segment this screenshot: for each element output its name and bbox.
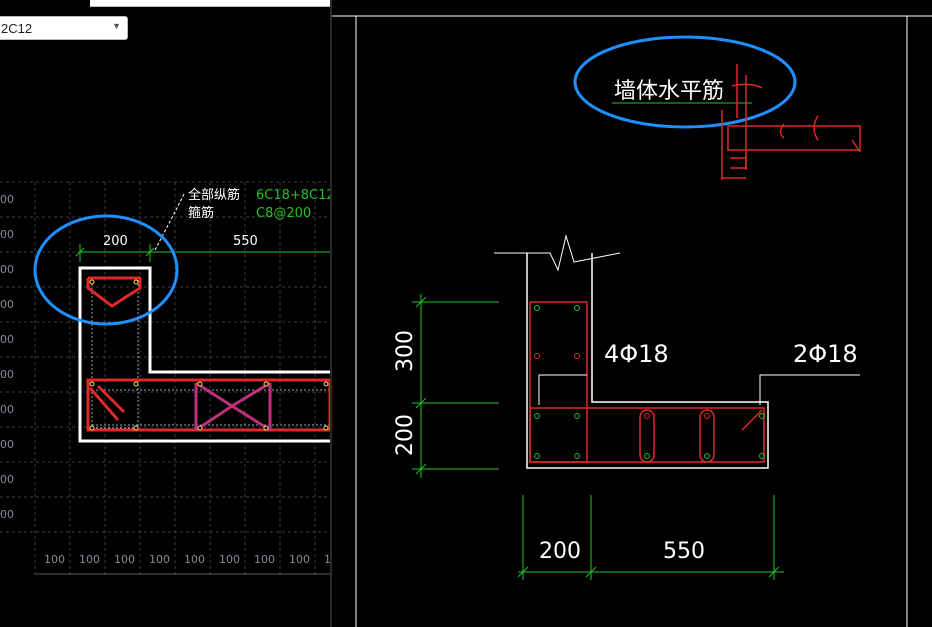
stirrup-label: 箍筋 bbox=[188, 205, 214, 221]
detail-rebar bbox=[529, 301, 765, 463]
detail-rebar-points-red bbox=[534, 353, 710, 419]
horizontal-rebar-detail bbox=[721, 64, 861, 180]
vertical-dimension-line bbox=[412, 294, 499, 478]
axis-label: 100 bbox=[44, 553, 65, 566]
dim-height-200: 200 bbox=[393, 414, 418, 456]
section-view-left[interactable]: 2C12 ▼ 00 00 bbox=[0, 0, 330, 627]
leader-line bbox=[154, 193, 185, 251]
axis-label: 00 bbox=[0, 508, 14, 521]
rebar-spec-value: 2C12 bbox=[1, 21, 33, 36]
axis-label: 100 bbox=[219, 553, 240, 566]
dim-length-label: 550 bbox=[233, 234, 258, 249]
dim-height-300: 300 bbox=[393, 330, 418, 372]
rebar-leader-1 bbox=[538, 374, 587, 405]
break-line bbox=[494, 234, 621, 272]
rebar-leader-2 bbox=[759, 374, 860, 405]
dim-length-550: 550 bbox=[663, 539, 705, 564]
axis-label: 100 bbox=[324, 553, 330, 566]
callout-highlight-ellipse bbox=[573, 35, 797, 129]
highlight-ellipse bbox=[33, 214, 179, 326]
longitudinal-rebar-value: 6C18+8C12 bbox=[256, 188, 330, 203]
axis-label: 00 bbox=[0, 473, 14, 486]
axis-label: 00 bbox=[0, 263, 14, 276]
axis-label: 00 bbox=[0, 438, 14, 451]
wall-horizontal-rebar-label: 墙体水平筋 bbox=[614, 79, 724, 104]
axis-label: 00 bbox=[0, 193, 14, 206]
rebar-spec-dropdown[interactable]: 2C12 ▼ bbox=[0, 16, 128, 40]
rebar-points bbox=[89, 279, 329, 431]
cad-detail-view[interactable]: 墙体水平筋 bbox=[332, 0, 932, 627]
dim-width-label: 200 bbox=[103, 234, 128, 249]
left-axis-labels: 00 00 00 00 00 00 00 00 00 00 bbox=[0, 193, 14, 521]
bottom-axis-labels: 100 100 100 100 100 100 100 100 100 bbox=[44, 553, 330, 566]
axis-label: 100 bbox=[149, 553, 170, 566]
right-drawing-canvas[interactable]: 墙体水平筋 bbox=[332, 0, 932, 627]
background-grid bbox=[0, 181, 330, 575]
axis-label: 00 bbox=[0, 298, 14, 311]
wall-section-outline bbox=[78, 266, 330, 443]
toolbar-strip bbox=[90, 0, 330, 7]
stirrup-value: C8@200 bbox=[256, 206, 311, 221]
axis-label: 00 bbox=[0, 403, 14, 416]
axis-label: 00 bbox=[0, 228, 14, 241]
chevron-down-icon[interactable]: ▼ bbox=[112, 21, 121, 31]
top-dimension-line bbox=[75, 244, 330, 262]
rebar-label-4phi18: 4Φ18 bbox=[604, 340, 669, 368]
horizontal-dimension-line bbox=[517, 495, 784, 580]
axis-label: 00 bbox=[0, 333, 14, 346]
axis-label: 100 bbox=[114, 553, 135, 566]
axis-label: 100 bbox=[289, 553, 310, 566]
axis-label: 100 bbox=[254, 553, 275, 566]
drawing-frame bbox=[332, 15, 932, 627]
cover-line bbox=[91, 277, 330, 429]
longitudinal-rebar-label: 全部纵筋 bbox=[188, 187, 240, 203]
rebar-stirrups bbox=[86, 276, 330, 432]
pane-divider[interactable] bbox=[330, 0, 332, 627]
left-drawing-canvas[interactable]: 00 00 00 00 00 00 00 00 00 00 100 100 10… bbox=[0, 0, 330, 627]
rebar-label-2phi18: 2Φ18 bbox=[793, 340, 858, 368]
axis-label: 00 bbox=[0, 368, 14, 381]
dim-width-200: 200 bbox=[539, 539, 581, 564]
detail-wall-outline bbox=[526, 253, 769, 469]
axis-label: 100 bbox=[184, 553, 205, 566]
axis-label: 100 bbox=[79, 553, 100, 566]
detail-rebar-points bbox=[534, 305, 765, 459]
